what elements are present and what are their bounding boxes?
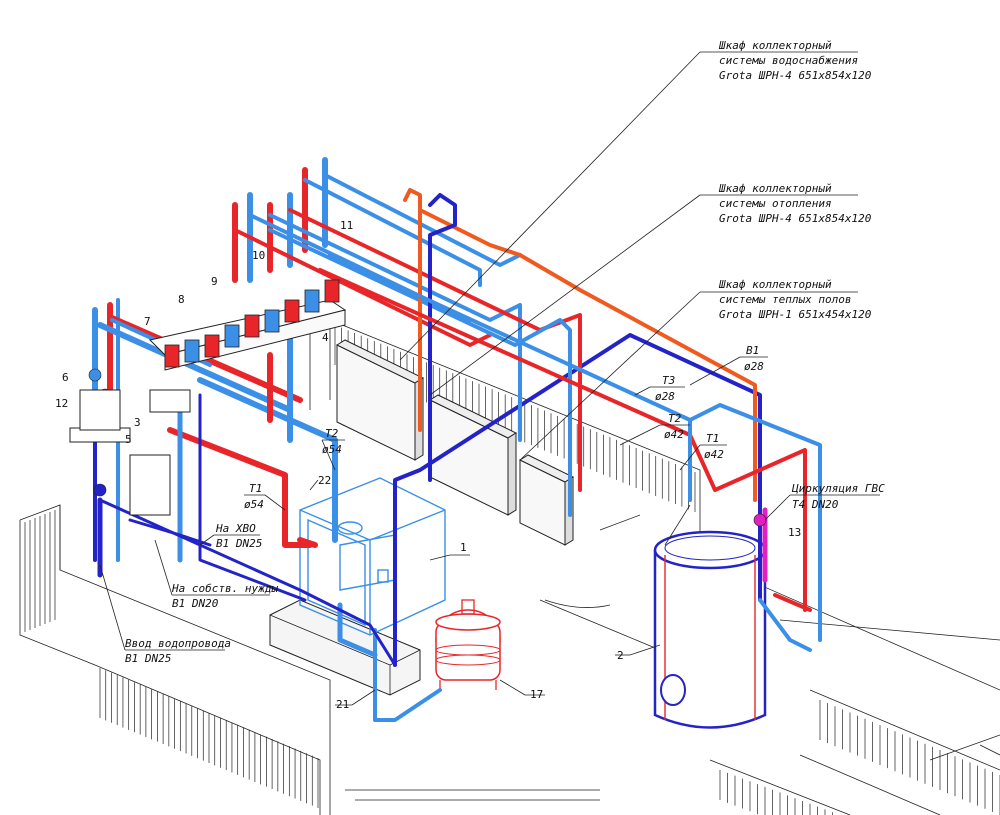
cabinet-heating — [428, 394, 518, 516]
valve-unit — [753, 513, 767, 527]
pipe-t1-right-name: Т1 — [706, 432, 719, 445]
pipe-t2-right-size: ø42 — [664, 428, 684, 441]
position-1: 1 — [460, 541, 467, 554]
position-12: 12 — [55, 397, 68, 410]
pipe-t2-left-size: ø54 — [322, 443, 342, 456]
pump-unit — [224, 324, 240, 348]
position-21: 21 — [336, 698, 349, 711]
pump-unit — [324, 279, 340, 303]
own-needs-line2: В1 DN20 — [172, 597, 219, 610]
position-17: 17 — [530, 688, 543, 701]
position-3: 3 — [134, 416, 141, 429]
circulation-line2: Т4 DN20 — [792, 498, 839, 511]
pump-unit — [304, 289, 320, 313]
cabinet-water-supply — [335, 339, 425, 461]
pipe-t1-left-name: Т1 — [249, 482, 262, 495]
pump-unit — [284, 299, 300, 323]
water-heater-tank — [653, 504, 767, 729]
pipe-t1-left-size: ø54 — [244, 498, 264, 511]
position-11: 11 — [340, 219, 353, 232]
cabinet-1-line3: Grota ШРН-4 651x854x120 — [719, 69, 872, 82]
hvo-line2: В1 DN25 — [216, 537, 262, 550]
position-7: 7 — [144, 315, 151, 328]
room-walls — [19, 319, 1000, 815]
position-9: 9 — [211, 275, 218, 288]
position-13: 13 — [788, 526, 801, 539]
hvo-line1: На ХВО — [215, 522, 256, 535]
pump-unit — [184, 339, 200, 363]
position-22: 22 — [318, 474, 331, 487]
expansion-tank — [435, 599, 501, 690]
cabinet-3-line2: системы теплых полов — [719, 293, 851, 306]
position-10: 10 — [252, 249, 265, 262]
cabinet-2-line2: системы отопления — [719, 197, 832, 210]
pipe-t1-right-size: ø42 — [704, 448, 724, 461]
pipe-t2-left-name: Т2 — [325, 427, 339, 440]
circulation-line1: Циркуляция ГВС — [791, 482, 885, 495]
valve-unit — [88, 368, 102, 382]
pipe-t3-size: ø28 — [655, 390, 675, 403]
pump-unit — [164, 344, 180, 368]
pipe-b1-size: ø28 — [744, 360, 764, 373]
own-needs-line1: На собств. нужды — [171, 582, 278, 595]
lower-manifold — [69, 389, 191, 516]
position-4: 4 — [322, 331, 329, 344]
position-5: 5 — [125, 433, 132, 446]
cabinet-3-line1: Шкаф коллекторный — [718, 278, 832, 291]
position-6: 6 — [62, 371, 69, 384]
pump-unit — [244, 314, 260, 338]
cabinet-2-line3: Grota ШРН-4 651x854x120 — [719, 212, 872, 225]
cabinet-1-line1: Шкаф коллекторный — [718, 39, 832, 52]
pipe-b1-name: В1 — [746, 344, 759, 357]
pipe-t2-right-name: Т2 — [668, 412, 682, 425]
position-2: 2 — [617, 649, 624, 662]
leader-lines — [99, 51, 880, 706]
pump-unit — [204, 334, 220, 358]
pump-unit — [264, 309, 280, 333]
water-inlet-line2: В1 DN25 — [125, 652, 171, 665]
cabinet-2-line1: Шкаф коллекторный — [718, 182, 832, 195]
valve-unit — [93, 483, 107, 497]
water-inlet-line1: Ввод водопровода — [125, 637, 231, 650]
pipe-t3-name: Т3 — [662, 374, 675, 387]
cabinet-3-line3: Grota ШРН-1 651x454x120 — [719, 308, 872, 321]
cabinet-1-line2: системы водоснабжения — [719, 54, 858, 67]
position-8: 8 — [178, 293, 185, 306]
